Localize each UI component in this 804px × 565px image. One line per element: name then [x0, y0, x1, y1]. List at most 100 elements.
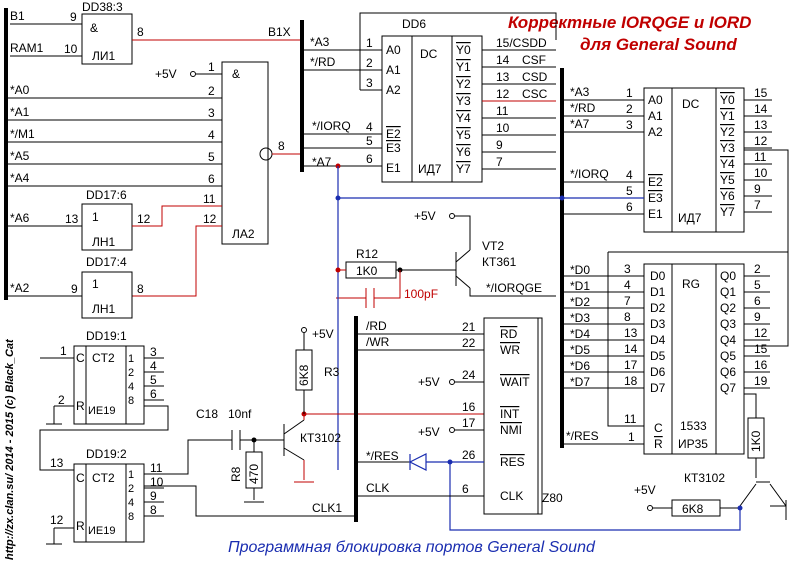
la2-pin5: 5: [208, 150, 215, 164]
dc2-out-pin-2: 13: [754, 118, 768, 132]
dd19-1-type: ИЕ19: [88, 405, 115, 417]
dd6-en-label-e1: E1: [386, 161, 401, 175]
dd6-out-pin-2: 13: [496, 70, 510, 84]
dd38-pin8: 8: [137, 25, 144, 39]
rg-in-pin-2: 7: [624, 294, 631, 308]
c18-ref: C18: [196, 407, 218, 421]
dd17-4-ref: DD17:4: [86, 255, 127, 269]
z80-label-0: RD: [500, 327, 518, 341]
dd6-out-label-7: Y7: [456, 162, 471, 176]
rg-out-pin-2: 6: [754, 294, 761, 308]
dd6-out-label-0: Y0: [456, 43, 471, 57]
dd19_2-bit-2: 4: [128, 497, 134, 509]
dd6-in-label-a2: A2: [386, 83, 401, 97]
z80-label-3: INT: [500, 407, 520, 421]
t2-type: КТ3102: [684, 471, 725, 485]
rg-in-label-2: D2: [650, 301, 666, 315]
rg-out-pin-1: 5: [754, 278, 761, 292]
dd17-4-pin-in: 9: [71, 282, 78, 296]
r-bottom-val: 6K8: [682, 502, 704, 516]
dd19-2-ct: CT2: [92, 471, 115, 485]
dc2-out-pin-7: 7: [754, 198, 761, 212]
r3-val: 6K8: [297, 364, 311, 386]
rg-body: [643, 263, 745, 455]
rg-in-signal-2: *D2: [570, 295, 590, 309]
dd6-out-label-4: Y4: [456, 111, 471, 125]
la2-type: ЛА2: [232, 227, 255, 241]
dc2-out-label-6: Y6: [720, 189, 735, 203]
dd19-1-pin-r: 2: [58, 393, 65, 407]
rg-out-label-5: Q5: [720, 349, 736, 363]
sig-res-z: */RES: [366, 449, 399, 463]
rg-out-pin-4: 12: [754, 326, 768, 340]
rg-out-pin-3: 9: [754, 310, 761, 324]
dd19-1-body: [73, 345, 145, 425]
z80-label-5: RES: [500, 455, 525, 469]
side-credit: http://zx.clan.su/ 2014 - 2015 (c) Black…: [4, 338, 16, 560]
z80-wait-vcc: +5V: [418, 375, 440, 389]
rg-in-signal-3: *D3: [570, 311, 590, 325]
dd19_2-bit-1: 2: [128, 483, 134, 495]
dd6-in-pin3: 3: [366, 76, 373, 90]
dd19-1-ref: DD19:1: [86, 329, 127, 343]
dc2-in-pin1: 1: [626, 86, 633, 100]
dd6-en-label-e3: E3: [386, 141, 401, 155]
dd6-func: DC: [420, 47, 438, 61]
z80-pin-4: 17: [462, 416, 476, 430]
z80-label-6: CLK: [500, 489, 523, 503]
dd6-en-pin5: 5: [366, 134, 373, 148]
dd19_2-out-pin-2: 9: [150, 489, 157, 503]
z80-body: [483, 317, 543, 515]
rg-in-label-6: D6: [650, 365, 666, 379]
rg-in-pin-0: 3: [624, 262, 631, 276]
dd19_2-bit-3: 8: [128, 511, 134, 523]
dc2-in-label-a0: A0: [648, 93, 663, 107]
z80-type: Z80: [542, 491, 563, 505]
dd19_1-out-pin-2: 5: [150, 373, 157, 387]
dd6-out-label-2: Y2: [456, 77, 471, 91]
sig-a1: *A1: [10, 105, 30, 119]
rg-pin-c: 11: [624, 412, 637, 426]
rg-out-pin-5: 15: [754, 342, 768, 356]
z80-label-4: NMI: [500, 423, 522, 437]
rg-in-pin-5: 14: [624, 342, 638, 356]
z80-pin-6: 6: [462, 482, 469, 496]
dd6-en-iorq: */IORQ: [312, 119, 351, 133]
dd19-1-pin-c: 1: [60, 344, 67, 358]
dc2-en-pin6: 6: [626, 200, 633, 214]
rg-in-signal-1: *D1: [570, 279, 590, 293]
dc2-in-label-a2: A2: [648, 125, 663, 139]
rg-out-label-7: Q7: [720, 381, 736, 395]
title-line2: для General Sound: [580, 35, 737, 54]
dd38-ref: DD38:3: [82, 0, 123, 14]
r-right-val: 1K0: [749, 430, 763, 452]
rg-in-label-5: D5: [650, 349, 666, 363]
dd38-type: ЛИ1: [92, 49, 116, 63]
r12-ref: R12: [356, 247, 378, 261]
dd6-out-pin-1: 14: [496, 53, 510, 67]
dc2-out-label-5: Y5: [720, 173, 735, 187]
dd6-out-pin-3: 12: [496, 87, 510, 101]
rg-in-signal-6: *D6: [570, 359, 590, 373]
sig-a0: *A0: [10, 83, 30, 97]
c18-val: 10nf: [228, 407, 252, 421]
dd17-6-ref: DD17:6: [86, 188, 127, 202]
dc2-out-pin-1: 14: [754, 102, 768, 116]
z80-pin-5: 26: [462, 448, 476, 462]
dd19_1-bit-1: 2: [128, 367, 134, 379]
caption: Программная блокировка портов General So…: [228, 539, 596, 556]
z80-label-2: WAIT: [500, 375, 530, 389]
dc2-in-a3: *A3: [570, 85, 590, 99]
dd19_1-bit-0: 1: [128, 353, 134, 365]
sig-a6: *A6: [10, 211, 30, 225]
dd6-out-signal-1: CSF: [522, 53, 546, 67]
dc2-inputs: *A3 1 A0 */RD 2 A1 *A7 3 A2 */IORQ 4 E2 …: [338, 85, 663, 221]
dd19-1-c: C: [76, 351, 85, 365]
rg-in-pin-3: 8: [624, 310, 631, 324]
dd6-in-a3: *A3: [310, 35, 330, 49]
vt2-vcc: +5V: [414, 209, 436, 223]
